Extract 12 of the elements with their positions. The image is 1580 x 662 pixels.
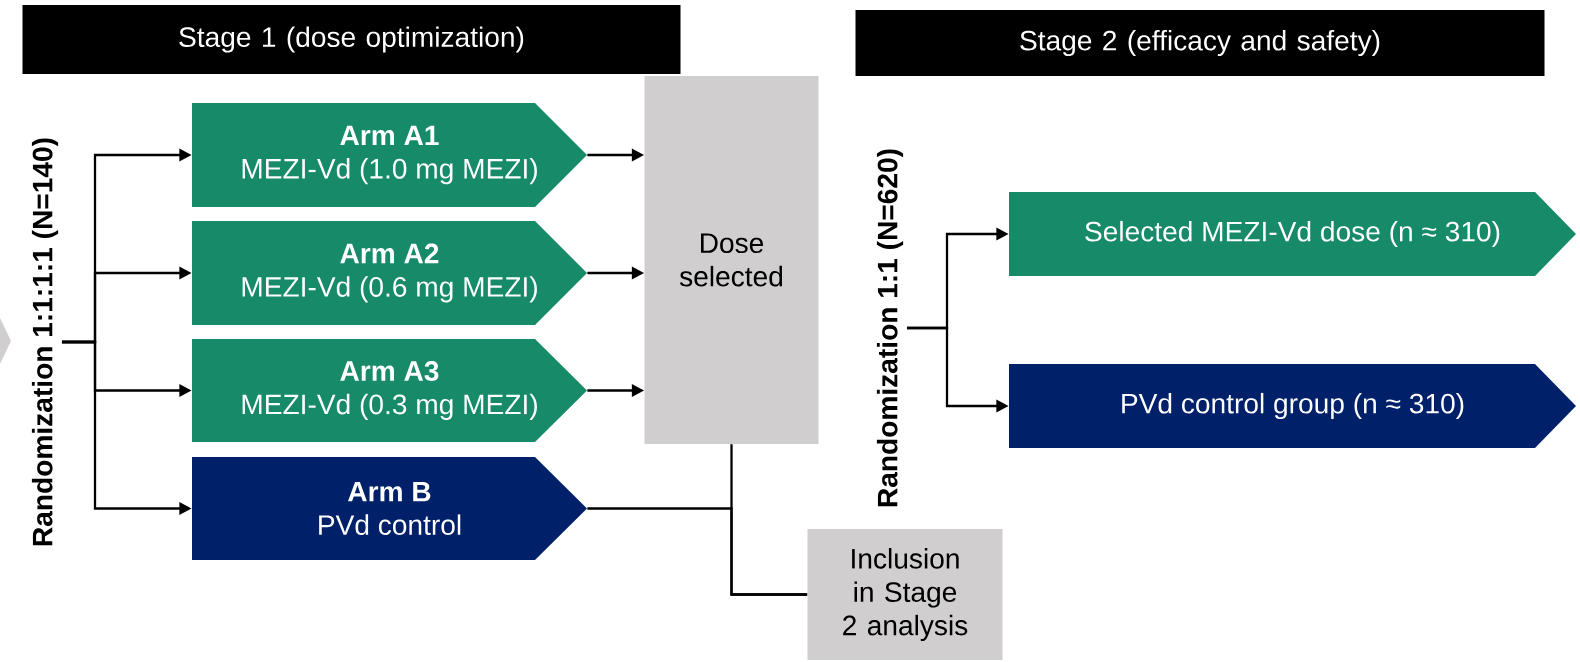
arm-arrow-box: PVd control group (n ≈ 310) [1009, 364, 1576, 448]
stage-header: Stage 1 (dose optimization) [22, 5, 681, 74]
stage-header: Stage 2 (efficacy and safety) [855, 10, 1545, 76]
arm-arrow-box: Arm A3 MEZI-Vd (0.3 mg MEZI) [192, 339, 587, 442]
process-box: Dose selected [644, 76, 819, 444]
process-box: Inclusion in Stage 2 analysis [807, 529, 1003, 660]
arm-arrow-box: Arm A2 MEZI-Vd (0.6 mg MEZI) [192, 221, 587, 325]
rotated-label: Randomization 1:1 (N=620) [876, 149, 904, 507]
rotated-label: Randomization 1:1:1:1 (N=140) [31, 138, 59, 546]
arm-arrow-box: Arm B PVd control [192, 457, 587, 560]
arm-arrow-box: Selected MEZI-Vd dose (n ≈ 310) [1009, 192, 1576, 276]
arm-arrow-box: Arm A1 MEZI-Vd (1.0 mg MEZI) [192, 103, 587, 207]
